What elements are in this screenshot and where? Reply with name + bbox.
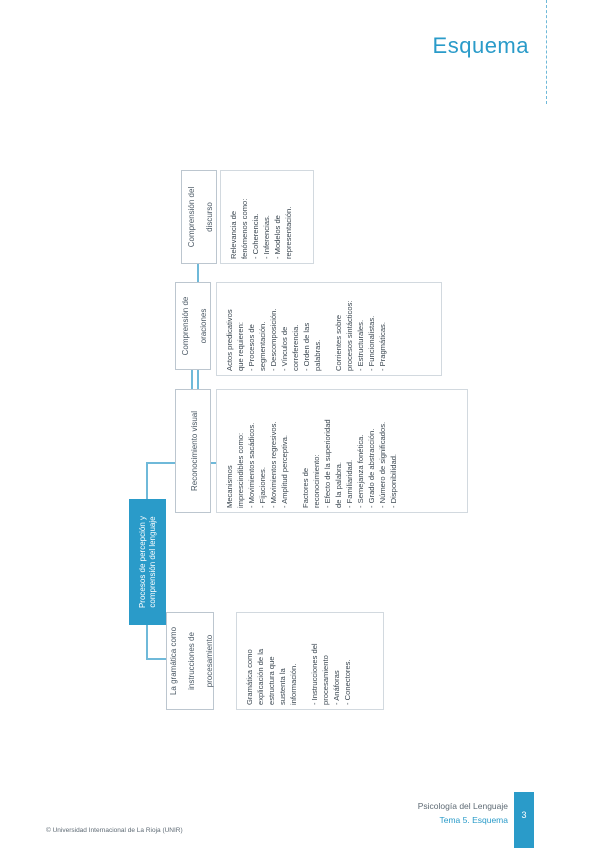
content-line: Actos predicativos	[225, 309, 234, 371]
content-line: - Vínculos de	[280, 326, 289, 371]
branch-title-oraciones: Comprensión de oraciones	[175, 282, 211, 370]
content-line: que requieren:	[236, 322, 245, 371]
connector-gramatica-horizontal	[146, 658, 166, 660]
page-number: 3	[521, 810, 527, 820]
content-line: procesos sintácticos:	[345, 300, 354, 371]
content-line: reconocimiento:	[312, 454, 321, 508]
content-line: Mecanismos	[225, 465, 234, 508]
content-line: - Coherencia.	[251, 213, 260, 259]
header-divider	[546, 0, 547, 104]
footer-course: Psicología del Lenguaje	[417, 801, 508, 811]
content-line: - Movimientos sacádicos.	[247, 422, 256, 508]
content-line: representación.	[284, 206, 293, 259]
content-line: - Grado de abstracción.	[367, 428, 376, 508]
copyright: © Universidad Internacional de La Rioja …	[46, 827, 183, 834]
content-line: - Movimientos regresivos.	[269, 421, 278, 508]
content-line: - Familiaridad.	[345, 459, 354, 508]
content-line: - Número de significados.	[378, 421, 387, 508]
page-number-tab	[514, 792, 534, 848]
content-line: - Descomposición.	[269, 308, 278, 371]
content-line: información.	[289, 663, 298, 705]
content-line: Gramática como	[245, 649, 254, 705]
footer-topic: Tema 5. Esquema	[439, 815, 508, 825]
page-title: Esquema	[432, 33, 529, 58]
content-line: de la palabra.	[334, 461, 343, 508]
content-line: - Procesos de	[247, 324, 256, 371]
content-line: Factores de	[301, 467, 310, 508]
content-line: - Anáforas	[332, 670, 341, 705]
branch-content-gramatica: Gramática como explicación de la estruct…	[236, 612, 384, 710]
content-line: - Modelos de	[273, 215, 282, 259]
content-line: - Inferencias.	[262, 215, 271, 259]
content-line: Corrientes sobre	[334, 314, 343, 371]
content-gap	[299, 643, 309, 705]
content-line: Relevancia de	[229, 210, 238, 259]
content-line: palabras.	[313, 339, 322, 371]
content-line: - Pragmáticas.	[378, 322, 387, 371]
content-line: correferencia.	[291, 324, 300, 371]
content-line: - Estructurales.	[356, 319, 365, 371]
content-line: imprescindibles como:	[236, 432, 245, 508]
content-line: procesamiento	[321, 655, 330, 705]
content-gap	[323, 301, 333, 371]
connector-root-vertical	[146, 462, 148, 499]
content-line: segmentación.	[258, 321, 267, 371]
content-line: - Instrucciones del	[310, 643, 319, 705]
content-line: - Amplitud perceptiva.	[280, 434, 289, 508]
content-line: sustenta la	[278, 668, 287, 705]
content-line: - Semejanza fonética.	[356, 434, 365, 508]
content-line: - Disponibilidad.	[389, 453, 398, 508]
content-line: estructura que	[267, 656, 276, 705]
branch-title-reconocimiento: Reconocimiento visual	[175, 389, 211, 513]
content-line: explicación de la	[256, 648, 265, 705]
connector-root-bottom	[146, 625, 148, 660]
content-gap	[290, 419, 300, 508]
content-line: fenómenos como:	[240, 198, 249, 259]
content-line: - Funcionalistas.	[367, 315, 376, 371]
branch-title-gramatica: La gramática como instrucciones de proce…	[166, 612, 214, 710]
root-node	[129, 499, 166, 625]
branch-content-reconocimiento: Mecanismos imprescindibles como: - Movim…	[216, 389, 468, 513]
content-line: - Orden de las	[302, 322, 311, 371]
content-line: - Fijaciones.	[258, 467, 267, 508]
root-node-label: Procesos de percepción y comprensión del…	[138, 515, 157, 609]
content-line: - Conectores.	[343, 659, 352, 705]
branch-content-oraciones: Actos predicativos que requieren: - Proc…	[216, 282, 442, 376]
content-line: - Efecto de la superioridad	[323, 419, 332, 508]
branch-content-discurso: Relevancia de fenómenos como: - Coherenc…	[220, 170, 314, 264]
branch-title-discurso: Comprensión del discurso	[181, 170, 217, 264]
